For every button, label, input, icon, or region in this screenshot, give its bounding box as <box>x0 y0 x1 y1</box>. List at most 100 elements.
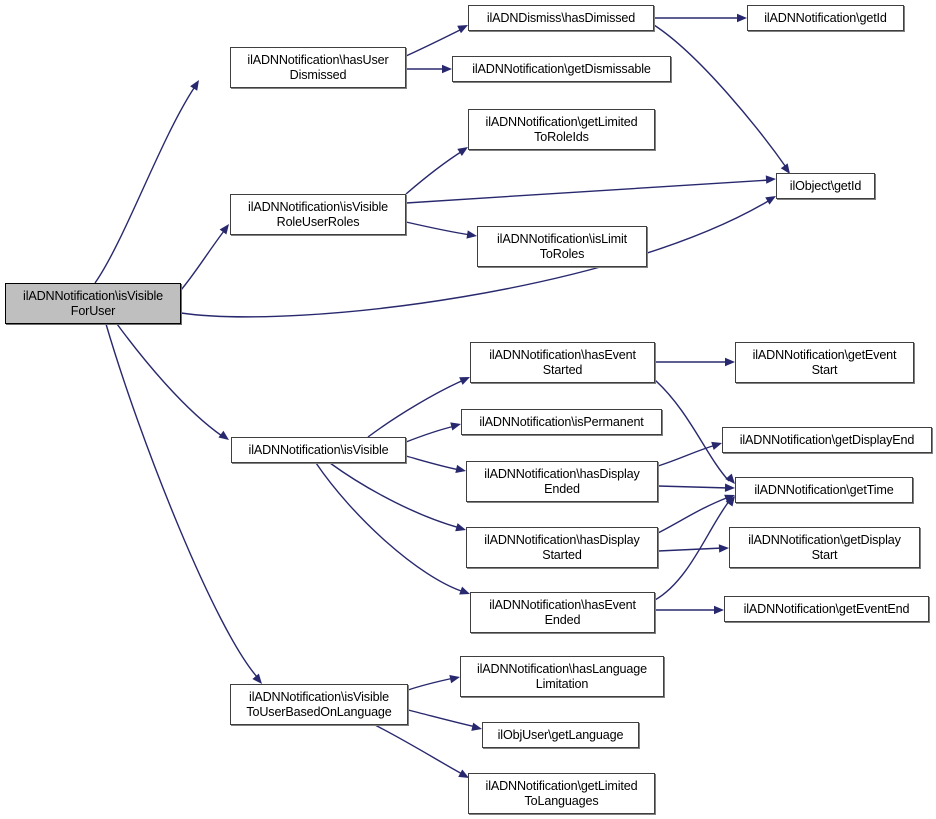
graph-node-label: ilADNNotification\hasEvent Started <box>489 347 636 377</box>
graph-node-getTime[interactable]: ilADNNotification\getTime <box>735 477 913 503</box>
edge-arrowhead <box>442 64 452 74</box>
graph-node-hasDimissed[interactable]: ilADNDismiss\hasDimissed <box>468 5 654 31</box>
graph-node-isVisibleForUser: ilADNNotification\isVisible ForUser <box>5 283 181 324</box>
graph-node-label: ilObjUser\getLanguage <box>497 727 624 742</box>
edge-arrowhead <box>252 673 262 684</box>
edge-arrowhead <box>737 13 747 23</box>
edge-isVisibleToUserBasedOnLanguage-to-getLanguage <box>407 709 477 728</box>
edge-arrowhead <box>190 80 199 91</box>
graph-node-label: ilADNNotification\hasUser Dismissed <box>247 52 389 82</box>
edge-isVisibleToUserBasedOnLanguage-to-hasLanguageLimitation <box>407 677 455 691</box>
graph-node-label: ilADNNotification\isPermanent <box>479 414 644 429</box>
graph-node-label: ilADNNotification\getLimited ToLanguages <box>485 778 638 808</box>
graph-node-hasEventEnded[interactable]: ilADNNotification\hasEvent Ended <box>470 592 655 633</box>
edge-isVisible-to-hasDisplayEnded <box>405 455 461 471</box>
edge-arrowhead <box>765 175 776 184</box>
edge-arrowhead <box>466 230 477 239</box>
graph-node-getEventStart[interactable]: ilADNNotification\getEvent Start <box>735 342 914 383</box>
graph-node-hasLanguageLimitation[interactable]: ilADNNotification\hasLanguage Limitation <box>460 656 664 697</box>
edge-arrowhead <box>471 722 482 731</box>
graph-node-isLimitToRoles[interactable]: ilADNNotification\isLimit ToRoles <box>477 226 647 267</box>
edge-arrowhead <box>449 675 460 684</box>
edge-arrowhead <box>765 196 776 205</box>
edge-isVisible-to-hasEventEnded <box>315 462 465 593</box>
graph-node-getLanguage[interactable]: ilObjUser\getLanguage <box>482 722 639 748</box>
edge-isVisibleForUser-to-isVisibleToUserBasedOnLanguage <box>105 323 259 679</box>
graph-node-label: ilADNNotification\getDisplayEnd <box>739 432 915 447</box>
edge-arrowhead <box>455 464 466 474</box>
edge-hasDisplayStarted-to-getTime <box>657 496 730 534</box>
edge-isVisibleRoleUserRoles-to-isLimitToRoles <box>405 221 472 236</box>
graph-node-label: ilADNNotification\getLimited ToRoleIds <box>485 114 638 144</box>
edge-isVisibleForUser-to-isVisibleRoleUserRoles <box>180 230 225 291</box>
edge-isVisible-to-isPermanent <box>405 425 456 443</box>
graph-node-label: ilADNNotification\getEventEnd <box>743 601 910 616</box>
edge-arrowhead <box>457 147 468 156</box>
edge-hasDimissed-to-getIdObject <box>653 24 789 171</box>
graph-node-hasUserDismissed[interactable]: ilADNNotification\hasUser Dismissed <box>230 47 406 88</box>
graph-node-hasDisplayStarted[interactable]: ilADNNotification\hasDisplay Started <box>466 527 658 568</box>
edge-isVisibleRoleUserRoles-to-getLimitedToRoleIds <box>405 149 465 195</box>
graph-node-isVisible[interactable]: ilADNNotification\isVisible <box>231 437 406 463</box>
graph-node-label: ilADNNotification\getDismissable <box>472 61 651 76</box>
edge-arrowhead <box>725 473 735 484</box>
edge-arrowhead <box>724 483 735 492</box>
edge-arrowhead <box>459 586 470 595</box>
edge-hasDisplayEnded-to-getDisplayEnd <box>657 444 717 467</box>
graph-node-label: ilObject\getId <box>789 178 862 193</box>
edge-hasEventEnded-to-getTime <box>654 499 731 601</box>
edge-arrowhead <box>455 523 466 532</box>
edge-isVisible-to-hasEventStarted <box>367 378 467 438</box>
graph-node-getDismissable[interactable]: ilADNNotification\getDismissable <box>452 56 671 82</box>
graph-node-getLimitedToLanguages[interactable]: ilADNNotification\getLimited ToLanguages <box>468 773 655 814</box>
graph-node-label: ilADNNotification\isLimit ToRoles <box>497 231 627 261</box>
graph-node-getEventEnd[interactable]: ilADNNotification\getEventEnd <box>724 596 929 622</box>
graph-node-isVisibleRoleUserRoles[interactable]: ilADNNotification\isVisible RoleUserRole… <box>230 194 406 235</box>
graph-node-getLimitedToRoleIds[interactable]: ilADNNotification\getLimited ToRoleIds <box>468 109 655 150</box>
graph-node-isVisibleToUserBasedOnLanguage[interactable]: ilADNNotification\isVisible ToUserBasedO… <box>230 684 408 725</box>
edge-arrowhead <box>218 430 229 440</box>
graph-node-label: ilADNNotification\isVisible <box>248 442 389 457</box>
edge-arrowhead <box>458 769 469 778</box>
graph-node-label: ilADNNotification\getId <box>764 10 887 25</box>
graph-node-label: ilADNNotification\getTime <box>754 482 894 497</box>
graph-node-label: ilADNNotification\isVisible ForUser <box>23 288 163 318</box>
edge-isVisibleForUser-to-getIdObject <box>180 199 771 318</box>
edge-arrowhead <box>459 377 470 385</box>
edge-isVisibleToUserBasedOnLanguage-to-getLimitedToLanguages <box>374 724 465 776</box>
edge-arrowhead <box>457 25 468 34</box>
edge-isVisibleForUser-to-isVisible <box>116 323 223 437</box>
edge-arrowhead <box>219 224 229 235</box>
graph-node-label: ilADNNotification\hasLanguage Limitation <box>477 661 647 691</box>
graph-node-label: ilADNDismiss\hasDimissed <box>486 10 636 25</box>
edge-isVisibleForUser-to-hasUserDismissed <box>94 87 195 284</box>
edge-arrowhead <box>718 544 729 553</box>
graph-node-label: ilADNNotification\hasDisplay Started <box>484 532 640 562</box>
edge-hasEventStarted-to-getTime <box>654 379 730 482</box>
graph-node-isPermanent[interactable]: ilADNNotification\isPermanent <box>461 409 662 435</box>
edge-arrowhead <box>725 496 735 507</box>
edge-hasDisplayStarted-to-getDisplayStart <box>657 547 724 552</box>
edge-arrowhead <box>780 163 790 174</box>
edge-arrowhead <box>724 494 735 503</box>
edge-arrowhead <box>725 357 735 367</box>
graph-node-label: ilADNNotification\hasDisplay Ended <box>484 466 640 496</box>
graph-node-getIdNotification[interactable]: ilADNNotification\getId <box>747 5 904 31</box>
edge-hasUserDismissed-to-hasDimissed <box>405 27 465 57</box>
edge-hasDisplayEnded-to-getTime <box>657 485 730 489</box>
graph-node-hasEventStarted[interactable]: ilADNNotification\hasEvent Started <box>470 342 655 383</box>
graph-node-label: ilADNNotification\isVisible ToUserBasedO… <box>246 689 392 719</box>
graph-node-label: ilADNNotification\getEvent Start <box>752 347 897 377</box>
graph-node-getDisplayStart[interactable]: ilADNNotification\getDisplay Start <box>729 527 920 568</box>
graph-node-label: ilADNNotification\hasEvent Ended <box>489 597 636 627</box>
edge-arrowhead <box>711 441 722 450</box>
graph-node-label: ilADNNotification\isVisible RoleUserRole… <box>248 199 388 229</box>
edge-arrowhead <box>450 422 461 431</box>
graph-node-hasDisplayEnded[interactable]: ilADNNotification\hasDisplay Ended <box>466 461 658 502</box>
graph-node-getIdObject[interactable]: ilObject\getId <box>776 173 875 199</box>
graph-node-label: ilADNNotification\getDisplay Start <box>748 532 901 562</box>
edge-isVisible-to-hasDisplayStarted <box>329 462 461 529</box>
graph-node-getDisplayEnd[interactable]: ilADNNotification\getDisplayEnd <box>722 427 932 453</box>
